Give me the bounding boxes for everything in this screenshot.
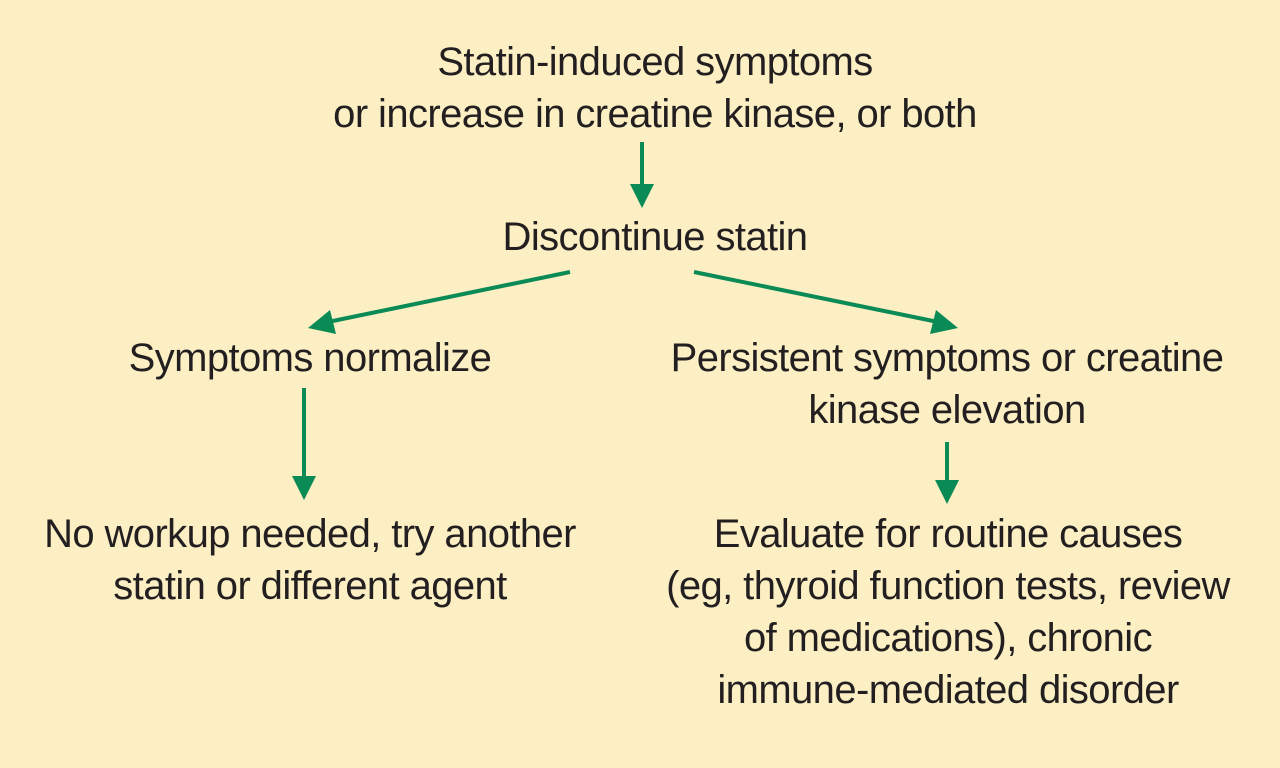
node-discontinue-statin: Discontinue statin (455, 211, 855, 263)
node-line: Evaluate for routine causes (713, 512, 1183, 556)
node-line: Statin-induced symptoms (437, 40, 873, 84)
node-line: Symptoms normalize (128, 336, 492, 380)
node-symptoms-normalize: Symptoms normalize (80, 332, 540, 384)
node-statin-symptoms: Statin-induced symptoms or increase in c… (255, 36, 1055, 140)
node-line: Persistent symptoms or creatine (670, 336, 1224, 380)
arrowhead-discontinue-to-persistent (930, 310, 958, 334)
node-line: statin or different agent (113, 564, 507, 608)
node-line: or increase in creatine kinase, or both (333, 92, 977, 136)
arrow-discontinue-to-persistent (693, 270, 939, 324)
arrowhead-persistent-to-evaluate (935, 480, 959, 504)
node-line: kinase elevation (808, 388, 1086, 432)
node-line: of medications), chronic (743, 616, 1153, 660)
arrow-discontinue-to-normalize (327, 270, 571, 324)
node-no-workup-needed: No workup needed, try another statin or … (10, 508, 610, 612)
node-line: No workup needed, try another (44, 512, 576, 556)
node-line: immune-mediated disorder (717, 668, 1179, 712)
node-persistent-symptoms: Persistent symptoms or creatine kinase e… (637, 332, 1257, 436)
node-evaluate-routine-causes: Evaluate for routine causes (eg, thyroid… (630, 508, 1266, 716)
arrowhead-start-to-discontinue (630, 184, 654, 208)
arrowhead-normalize-to-no-workup (292, 476, 316, 500)
arrowhead-discontinue-to-normalize (308, 310, 336, 334)
node-line: Discontinue statin (502, 215, 809, 259)
node-line: (eg, thyroid function tests, review (666, 564, 1230, 608)
